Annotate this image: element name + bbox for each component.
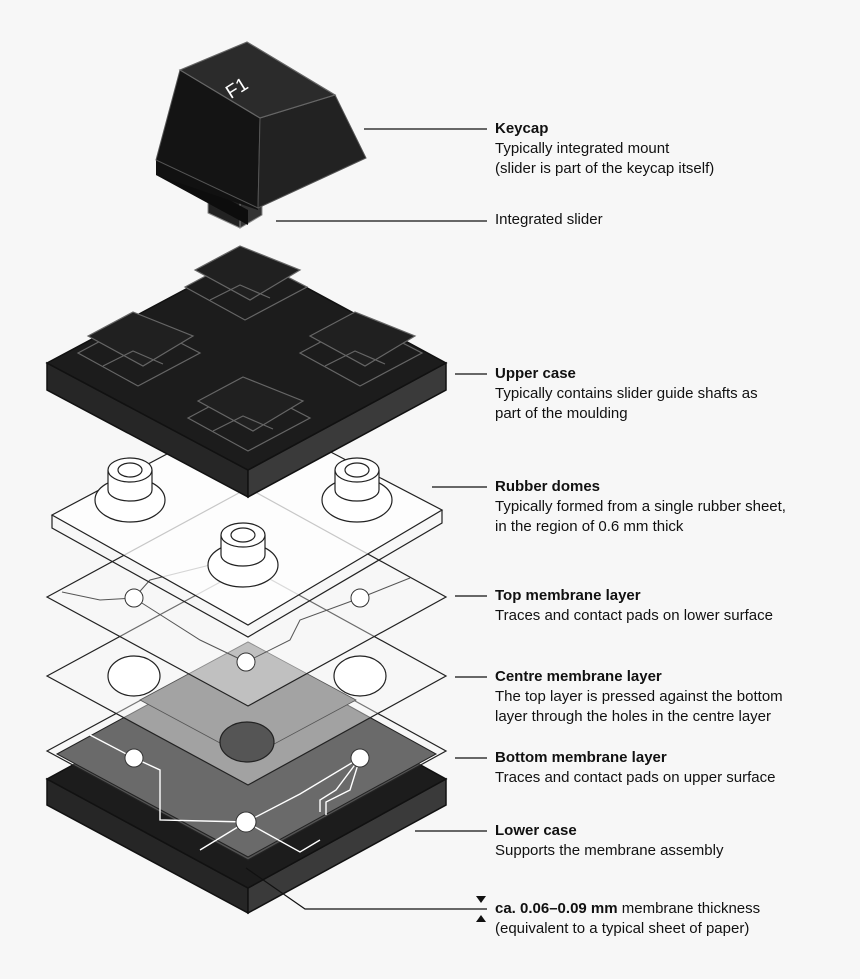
leader-lines <box>245 128 487 910</box>
label-membrane-thickness: ca. 0.06–0.09 mm membrane thickness (equ… <box>495 900 761 937</box>
rubber-dome-sheet <box>50 409 444 638</box>
label-bottom-membrane: Bottom membrane layer Traces and contact… <box>495 749 776 786</box>
slider-guide-shaft <box>76 311 202 387</box>
label-top-membrane: Top membrane layer Traces and contact pa… <box>495 587 773 624</box>
rubber-dome <box>207 522 279 588</box>
label-integrated-slider: Integrated slider <box>495 211 603 228</box>
slider-guide-shaft <box>183 245 309 321</box>
slider-guide-shaft <box>298 311 424 387</box>
label-upper-case: Upper case Typically contains slider gui… <box>495 365 758 422</box>
upper-case <box>45 245 448 499</box>
label-centre-membrane: Centre membrane layer The top layer is p… <box>495 668 783 725</box>
centre-membrane-layer <box>45 566 448 786</box>
label-lower-case: Lower case Supports the membrane assembl… <box>495 822 724 859</box>
rubber-dome <box>94 457 166 523</box>
label-rubber-domes: Rubber domes Typically formed from a sin… <box>495 478 786 535</box>
thickness-arrows <box>476 896 486 922</box>
slider-guide-shaft <box>186 376 312 452</box>
rubber-dome <box>321 457 393 523</box>
keycap: F1 <box>155 41 367 229</box>
label-keycap: Keycap Typically integrated mount (slide… <box>495 120 715 177</box>
